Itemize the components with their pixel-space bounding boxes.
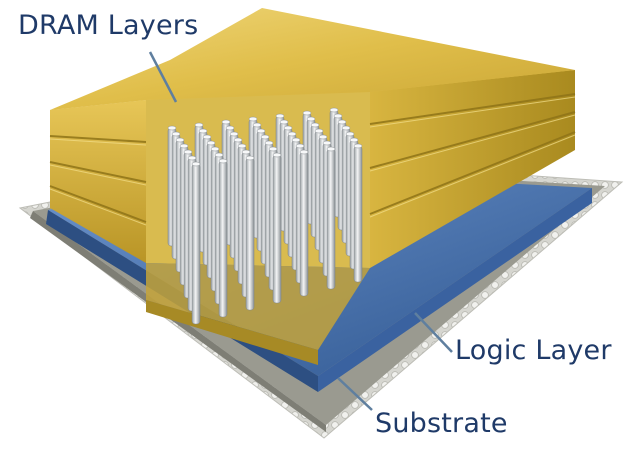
substrate-label: Substrate bbox=[375, 408, 508, 439]
tsv-via bbox=[245, 155, 255, 311]
tsv-via bbox=[218, 158, 228, 318]
dram-leader-line bbox=[148, 51, 178, 103]
substrate-leader-line bbox=[337, 377, 373, 411]
tsv-via-array bbox=[167, 107, 363, 325]
logic-layer-label: Logic Layer bbox=[455, 335, 612, 366]
logic-leader-line bbox=[414, 312, 453, 353]
tsv-via bbox=[272, 152, 282, 304]
dram-layers-label: DRAM Layers bbox=[18, 10, 199, 41]
leader-lines bbox=[148, 51, 453, 411]
tsv-via bbox=[299, 149, 309, 297]
tsv-via bbox=[191, 161, 201, 325]
tsv-via bbox=[326, 146, 336, 290]
tsv-via bbox=[353, 143, 363, 283]
